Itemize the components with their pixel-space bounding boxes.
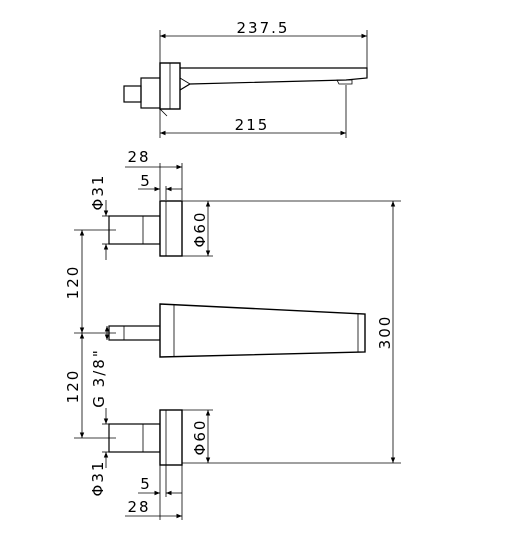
spout-inlet-stub bbox=[108, 325, 161, 341]
top-valve-stem bbox=[108, 215, 161, 245]
bottom-valve-stem bbox=[108, 423, 161, 453]
bottom-valve-rosette bbox=[159, 409, 183, 466]
spout-body bbox=[159, 303, 366, 358]
dimension-overall-length-label: 237.5 bbox=[237, 19, 290, 37]
spout-arm bbox=[179, 67, 368, 91]
aerator bbox=[336, 79, 353, 85]
top-valve bbox=[108, 200, 183, 257]
dimension-spout-projection-label: 215 bbox=[235, 116, 270, 134]
dimension-upper-spacing-label: 120 bbox=[64, 265, 82, 300]
spout-top-view bbox=[123, 62, 368, 117]
dimension-top-valve-offset-label: 5 bbox=[140, 172, 152, 190]
top-valve-rosette bbox=[159, 200, 183, 257]
dimension-bottom-valve-depth-label: 28 bbox=[127, 498, 150, 516]
dimension-top-rosette-label: Φ60 bbox=[191, 211, 209, 248]
front-view: 300 120 120 bbox=[64, 148, 401, 520]
dimension-top-stem-label: Φ31 bbox=[89, 174, 107, 211]
spout-front-view bbox=[108, 303, 366, 358]
dimension-bottom-rosette-label: Φ60 bbox=[191, 419, 209, 456]
dimension-top-valve-depth-label: 28 bbox=[127, 148, 150, 166]
dimension-thread-label: G 3/8" bbox=[90, 348, 108, 407]
top-view: 237.5 215 bbox=[123, 19, 368, 138]
dimension-lower-spacing-label: 120 bbox=[64, 369, 82, 404]
dimension-total-height-label: 300 bbox=[376, 315, 394, 350]
dimension-bottom-valve-offset-label: 5 bbox=[140, 475, 152, 493]
bottom-valve bbox=[108, 409, 183, 466]
inlet-connector bbox=[140, 77, 162, 109]
dimension-bottom-stem-label: Φ31 bbox=[89, 460, 107, 497]
inlet-stub bbox=[123, 85, 142, 103]
